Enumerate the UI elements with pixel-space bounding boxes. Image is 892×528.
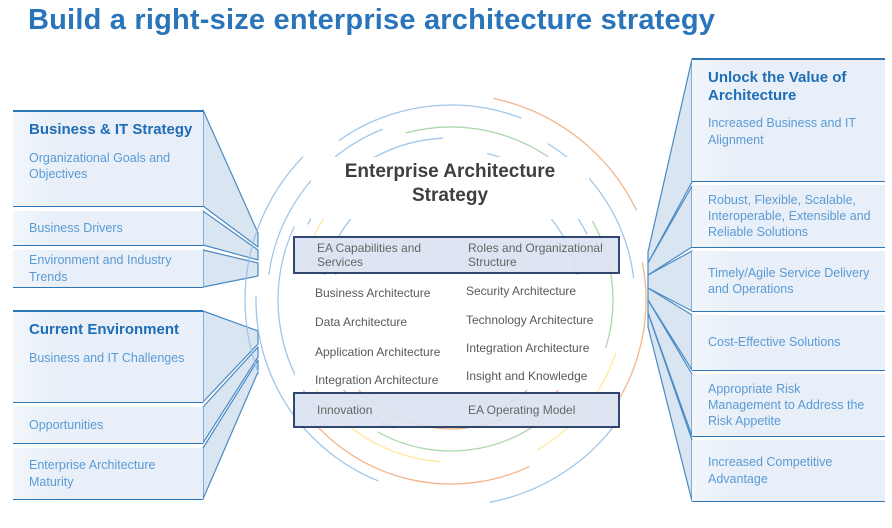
panel-item: Environment and Industry Trends: [29, 253, 172, 284]
panel-unlock-value-item-3: Timely/Agile Service Delivery and Operat…: [692, 251, 885, 312]
panel-heading: Current Environment: [29, 321, 180, 338]
center-cell: Application Architecture: [315, 345, 441, 359]
connector-left-bottom-1: [202, 310, 259, 403]
page-title: Build a right-size enterprise architectu…: [28, 4, 716, 36]
highlight-cell: EA Capabilities and Services: [317, 240, 422, 269]
connector-left-bottom-2: [202, 346, 259, 444]
decorative-arc: [244, 156, 304, 375]
panel-unlock-value-item-4: Cost-Effective Solutions: [692, 315, 885, 371]
panel-unlock-value-item-6: Increased Competitive Advantage: [692, 440, 885, 502]
panel-unlock-value-item-2: Robust, Flexible, Scalable, Interoperabl…: [692, 185, 885, 248]
decorative-arc: [268, 128, 383, 276]
panel-current-environment-item-3: Enterprise Architecture Maturity: [13, 448, 203, 500]
connector-left-top-2: [202, 210, 259, 261]
connector-right-1: [647, 58, 693, 264]
decorative-arc: [493, 97, 637, 211]
panel-unlock-value: Unlock the Value of Architecture Increas…: [692, 58, 885, 182]
panel-unlock-value-item-5: Appropriate Risk Management to Address t…: [692, 374, 885, 437]
panel-item: Robust, Flexible, Scalable, Interoperabl…: [708, 192, 871, 240]
connector-left-top-1: [202, 109, 259, 248]
center-cell: Integration Architecture: [315, 373, 439, 387]
center-cell: Data Architecture: [315, 315, 408, 329]
highlight-cell: Innovation: [317, 402, 373, 417]
connector-left-top-3: [202, 249, 259, 288]
panel-item: Increased Competitive Advantage: [708, 455, 833, 486]
panel-business-it-strategy-item-3: Environment and Industry Trends: [13, 250, 203, 288]
panel-item: Appropriate Risk Management to Address t…: [708, 381, 865, 429]
panel-item: Enterprise Architecture Maturity: [29, 458, 156, 489]
decorative-arc: [547, 143, 635, 279]
panel-item: Business Drivers: [29, 220, 123, 235]
panel-current-environment-item-2: Opportunities: [13, 407, 203, 444]
center-cell: Business Architecture: [315, 286, 431, 300]
center-list-background: [295, 275, 597, 390]
panel-item: Timely/Agile Service Delivery and Operat…: [708, 265, 870, 296]
highlight-cell: EA Operating Model: [468, 402, 576, 417]
panel-business-it-strategy: Business & IT Strategy Organizational Go…: [13, 110, 203, 207]
center-cell: Integration Architecture: [466, 341, 590, 355]
decorative-arc: [592, 220, 614, 349]
center-cell: Technology Architecture: [466, 313, 594, 327]
decorative-arc: [338, 104, 522, 141]
decorative-arc: [405, 126, 563, 169]
highlight-cell: Roles and Organizational Structure: [468, 240, 603, 269]
center-cell: Insight and Knowledge: [466, 369, 588, 383]
center-heading: Enterprise Architecture Strategy: [344, 161, 556, 206]
decorative-arc: [489, 420, 619, 503]
panel-item: Opportunities: [29, 417, 104, 432]
panel-current-environment: Current Environment Business and IT Chal…: [13, 310, 203, 403]
panel-item: Business and IT Challenges: [29, 350, 185, 365]
decorative-arc: [313, 422, 530, 485]
connector-fans: [202, 58, 693, 502]
center-cell: Security Architecture: [466, 284, 577, 298]
highlight-box-bottom: Innovation EA Operating Model: [293, 392, 620, 428]
center-heading-background: [311, 157, 589, 219]
panel-item: Cost-Effective Solutions: [708, 335, 841, 350]
panel-item: Organizational Goals and Objectives: [29, 150, 171, 181]
panel-heading: Unlock the Value of Architecture: [708, 69, 847, 104]
panel-item: Increased Business and IT Alignment: [708, 116, 856, 147]
panel-heading: Business & IT Strategy: [29, 121, 193, 138]
highlight-box-top: EA Capabilities and Services Roles and O…: [293, 236, 620, 274]
panel-business-it-strategy-item-2: Business Drivers: [13, 211, 203, 246]
decorative-arc: [255, 295, 379, 482]
